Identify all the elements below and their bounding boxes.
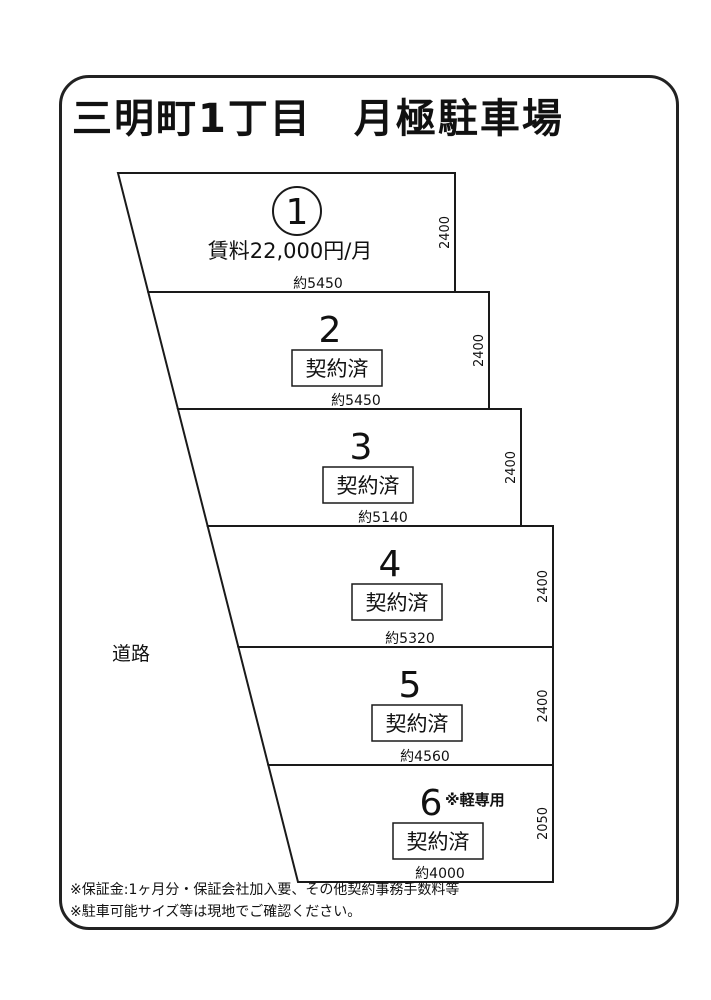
contracted-label: 契約済 bbox=[337, 474, 400, 498]
contracted-badge bbox=[322, 466, 414, 504]
contracted-label: 契約済 bbox=[366, 591, 429, 615]
space-number: 2 bbox=[319, 310, 342, 351]
contracted-badge bbox=[291, 349, 383, 387]
depth-dimension: 2400 bbox=[536, 689, 551, 722]
width-dimension: 約5450 bbox=[331, 393, 381, 409]
rent-label: 賃料22,000円/月 bbox=[208, 239, 373, 263]
contracted-label: 契約済 bbox=[306, 357, 369, 381]
contracted-badge bbox=[371, 704, 463, 742]
space-number: 6 bbox=[420, 783, 443, 824]
width-dimension: 約5140 bbox=[358, 510, 408, 526]
note-confirm-size: ※駐車可能サイズ等は現地でご確認ください。 bbox=[70, 904, 362, 920]
depth-dimension: 2400 bbox=[438, 216, 453, 249]
page-frame bbox=[59, 75, 679, 930]
number-circle bbox=[272, 186, 322, 236]
parking-space-outline bbox=[267, 764, 554, 883]
light-vehicle-only-note: ※軽専用 bbox=[445, 791, 505, 809]
width-dimension: 約4000 bbox=[415, 866, 465, 882]
contracted-label: 契約済 bbox=[386, 712, 449, 736]
width-dimension: 約5450 bbox=[293, 276, 343, 292]
contracted-label: 契約済 bbox=[407, 830, 470, 854]
space-number: 4 bbox=[379, 544, 402, 585]
depth-dimension: 2400 bbox=[472, 334, 487, 367]
page-title: 三明町1丁目 月極駐車場 bbox=[72, 96, 564, 142]
depth-dimension: 2400 bbox=[504, 451, 519, 484]
width-dimension: 約4560 bbox=[400, 749, 450, 765]
contracted-badge bbox=[351, 583, 443, 621]
depth-dimension: 2050 bbox=[536, 807, 551, 840]
space-number: 5 bbox=[399, 665, 422, 706]
space-number: 1 bbox=[286, 192, 309, 233]
width-dimension: 約5320 bbox=[385, 631, 435, 647]
depth-dimension: 2400 bbox=[536, 570, 551, 603]
note-deposit: ※保証金:1ヶ月分・保証会社加入要、その他契約事務手数料等 bbox=[70, 882, 460, 898]
space-number: 3 bbox=[350, 427, 373, 468]
road-label: 道路 bbox=[112, 643, 151, 665]
contracted-badge bbox=[392, 822, 484, 860]
